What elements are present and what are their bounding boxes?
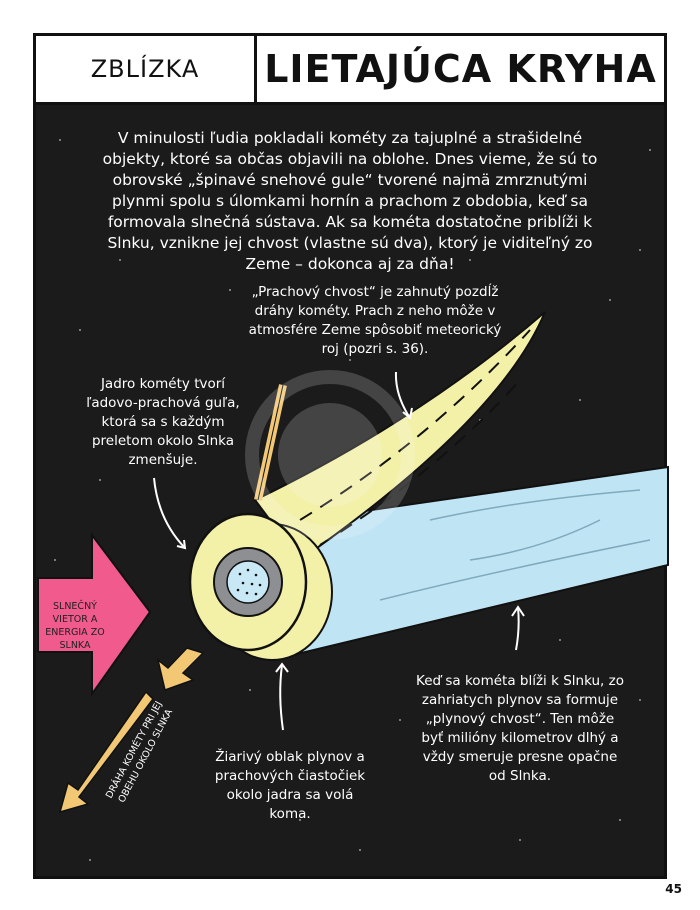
solar-wind-arrow (37, 532, 152, 698)
nucleus-caption: Jadro kométy tvorí ľadovo-prachová guľa,… (86, 376, 240, 468)
section-kicker: ZBLÍZKA (36, 36, 257, 102)
pointer-arrows (153, 371, 525, 731)
page-number: 45 (665, 882, 682, 896)
orbit-arrow (156, 647, 205, 691)
intro-text: V minulosti ľudia pokladali kométy za ta… (102, 129, 598, 273)
dust-tail (253, 311, 546, 562)
solar-wind-label: SLNEČNÝ VIETOR A ENERGIA ZO SLNKA (45, 601, 105, 651)
stars (54, 139, 651, 861)
page-title: LIETAJÚCA KRYHA (264, 47, 657, 91)
orbit-arrow-lower (58, 690, 154, 814)
dust-tail-caption: „Prachový chvost“ je zahnutý pozdĺž dráh… (248, 284, 502, 357)
watermark-logo (245, 370, 415, 540)
nucleus (213, 547, 283, 617)
gas-tail-caption: Keď sa kométa blíži k Slnku, zo zahriaty… (416, 673, 624, 784)
header: ZBLÍZKA LIETAJÚCA KRYHA (33, 33, 667, 105)
coma-caption: Žiarivý oblak plynov a prachových čiasto… (214, 749, 366, 822)
